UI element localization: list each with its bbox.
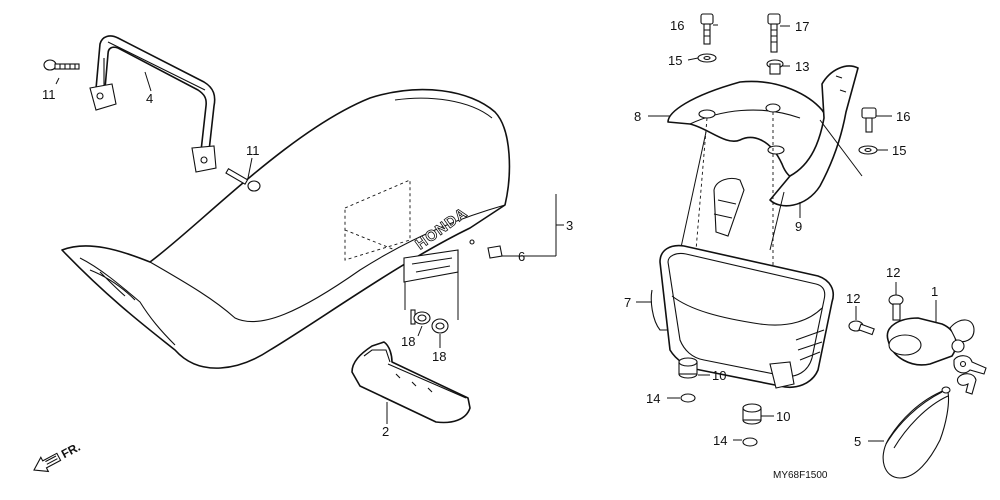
screw-12-left[interactable] <box>848 320 875 336</box>
screw-12-top[interactable] <box>888 294 904 321</box>
callout-4: 4 <box>146 91 153 106</box>
callout-3: 3 <box>566 218 573 233</box>
nut-10-upper[interactable] <box>678 357 698 379</box>
callout-16-side: 16 <box>896 109 910 124</box>
seat-assembly[interactable]: HONDA <box>61 88 511 369</box>
callout-16-top: 16 <box>670 18 684 33</box>
front-arrow-icon <box>33 452 62 473</box>
diagram-code: MY68F1500 <box>773 470 828 481</box>
callout-9: 9 <box>795 219 802 234</box>
grab-rail[interactable] <box>89 35 217 173</box>
clip-6[interactable] <box>469 239 503 259</box>
callout-15-side: 15 <box>892 143 906 158</box>
front-label: FR. <box>59 440 83 461</box>
washer-15-side[interactable] <box>858 145 878 155</box>
callout-10-lower: 10 <box>776 409 790 424</box>
bolt-17[interactable] <box>767 13 781 53</box>
callout-6: 6 <box>518 249 525 264</box>
bolt-11-top[interactable] <box>43 59 80 71</box>
callout-labels: 11 4 11 3 6 18 18 2 16 17 15 13 8 16 15 … <box>42 18 938 449</box>
bolt-16-top[interactable] <box>700 13 714 45</box>
washer-14-upper[interactable] <box>680 393 696 403</box>
callout-2: 2 <box>382 424 389 439</box>
washer-15-top[interactable] <box>697 53 717 63</box>
grommet-18-right[interactable] <box>431 318 449 334</box>
callout-18-left: 18 <box>401 334 415 349</box>
helmet-lock[interactable] <box>886 317 987 395</box>
callout-5: 5 <box>854 434 861 449</box>
callout-15-top: 15 <box>668 53 682 68</box>
callout-14-upper: 14 <box>646 391 660 406</box>
washer-14-lower[interactable] <box>742 437 758 447</box>
grommet-18-left[interactable] <box>410 309 431 325</box>
callout-11-side: 11 <box>246 143 260 158</box>
bolt-16-side[interactable] <box>861 107 877 133</box>
collar-13[interactable] <box>766 59 784 75</box>
callout-1: 1 <box>931 284 938 299</box>
callout-17: 17 <box>795 19 809 34</box>
callout-12-top: 12 <box>886 265 900 280</box>
bolt-11-side[interactable] <box>225 168 261 192</box>
leader-lines <box>55 24 937 442</box>
callout-12-left: 12 <box>846 291 860 306</box>
callout-8: 8 <box>634 109 641 124</box>
helmet-cable[interactable] <box>882 386 951 479</box>
callout-13: 13 <box>795 59 809 74</box>
callout-18-right: 18 <box>432 349 446 364</box>
callout-11-top: 11 <box>42 87 56 102</box>
nut-10-lower[interactable] <box>742 403 762 425</box>
top-cover-bracket[interactable] <box>667 65 859 323</box>
front-direction-indicator: FR. <box>33 440 83 473</box>
callout-10-upper: 10 <box>712 368 726 383</box>
callout-14-lower: 14 <box>713 433 727 448</box>
callout-7: 7 <box>624 295 631 310</box>
seat-trim-cover[interactable] <box>351 341 471 424</box>
